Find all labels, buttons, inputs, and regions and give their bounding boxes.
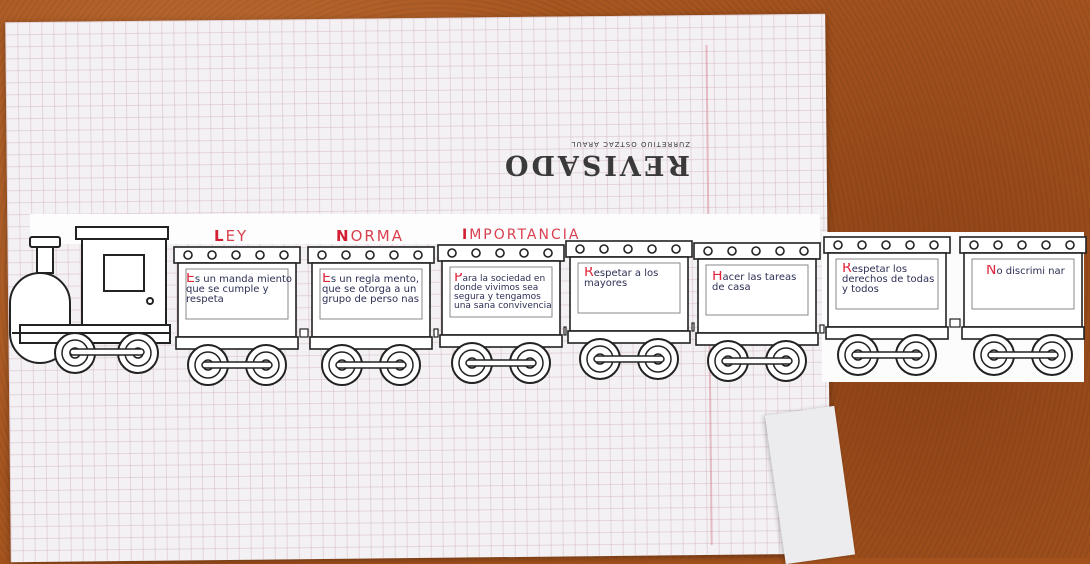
locomotive-wheels — [54, 332, 159, 374]
stamp-text: REVISADO — [502, 149, 690, 180]
train-car-7 — [959, 236, 1087, 340]
car-coupler — [819, 324, 825, 334]
revisado-stamp: REVISADO ZURRETIUO OSTZAC ARAUL — [502, 140, 690, 180]
car-note-3: Para la sociedad en donde vivimos sea se… — [454, 273, 552, 311]
car-coupler — [433, 328, 439, 338]
train-cutout: LEY NORMA IMPORTANCIA Es un manda miento… — [0, 215, 1090, 395]
train-car-3 — [437, 244, 565, 348]
wheel-axle — [851, 351, 923, 359]
wheel-axle — [593, 355, 665, 363]
title-norma: NORMA — [336, 227, 404, 245]
car-coupler — [299, 328, 309, 338]
train-car-5 — [693, 242, 821, 346]
wheel-axle — [721, 357, 793, 365]
stamp-subtext: ZURRETIUO OSTZAC ARAUL — [570, 140, 690, 148]
car-note-1: Es un manda miento que se cumple y respe… — [186, 273, 293, 305]
car-note-7: No discrimi nar — [986, 265, 1065, 278]
car-note-2: Es un regla mento, que se otorga a un gr… — [322, 273, 420, 305]
title-ley: LEY — [214, 227, 249, 245]
wheel-axle — [465, 359, 537, 367]
wheel-axle — [335, 361, 407, 369]
train-car-4 — [565, 240, 693, 344]
wheel-axle — [201, 361, 273, 369]
wheel-axle — [987, 351, 1059, 359]
car-coupler — [563, 326, 567, 336]
car-coupler — [949, 318, 961, 328]
car-note-4: Respetar a los mayores — [584, 267, 659, 289]
car-note-5: Hacer las tareas de casa — [712, 271, 797, 293]
train-car-2 — [307, 246, 435, 350]
locomotive — [9, 226, 171, 364]
train-car-1 — [173, 246, 301, 350]
car-coupler — [691, 322, 695, 332]
title-importancia: IMPORTANCIA — [462, 227, 581, 243]
train-drawing — [9, 226, 1087, 386]
car-note-6: Respetar los derechos de todas y todos — [842, 263, 935, 295]
